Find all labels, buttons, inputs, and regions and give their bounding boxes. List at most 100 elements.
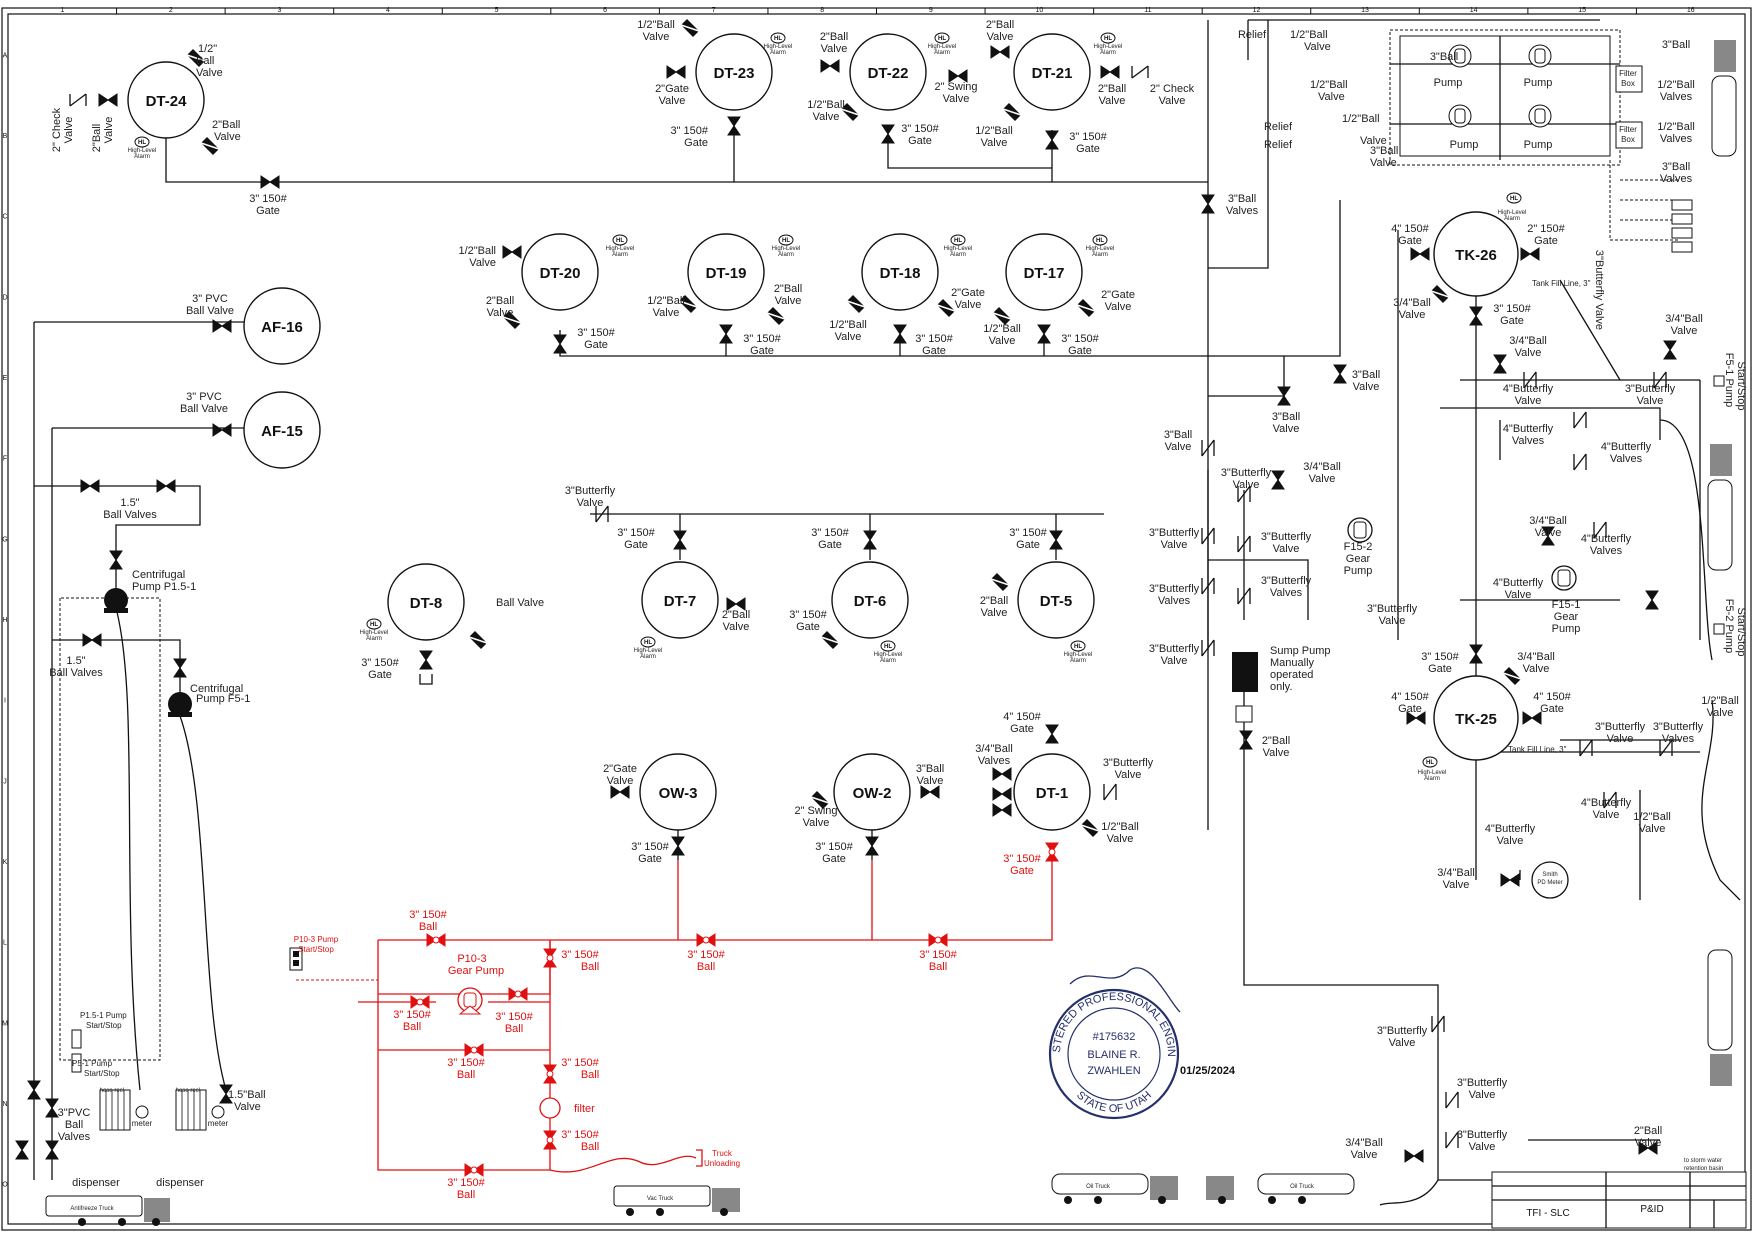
gate-valve-icon[interactable] [1520,247,1540,261]
ball-valve-icon[interactable] [502,245,522,259]
butterfly-valve-icon[interactable] [1573,411,1587,429]
tank-dt-19[interactable]: DT-19 [687,233,765,311]
gate-valve-icon[interactable] [893,324,907,344]
ball-valve-icon[interactable] [1080,818,1100,838]
ball-valve-icon[interactable] [1493,354,1507,374]
ball-valve-icon[interactable] [696,933,716,947]
ball-valve-icon[interactable] [928,933,948,947]
gate-valve-icon[interactable] [1045,130,1059,150]
butterfly-valve-icon[interactable] [1103,783,1117,801]
tank-tk-26[interactable]: TK-26 [1433,211,1519,297]
gate-valve-icon[interactable] [673,530,687,550]
gate-valve-icon[interactable] [1045,842,1059,862]
pump-start-stop-boxes[interactable] [71,1029,82,1073]
gear-pump-f15-2[interactable] [1347,517,1373,543]
gate-valve-icon[interactable] [820,630,840,650]
gate-valve-icon[interactable] [1045,724,1059,744]
tank-dt-8[interactable]: DT-8 [387,563,465,641]
tank-dt-6[interactable]: DT-6 [831,561,909,639]
filter-icon[interactable] [539,1097,561,1119]
ball-valve-icon[interactable] [45,1140,59,1160]
tank-af-15[interactable]: AF-15 [243,391,321,469]
ball-valve-icon[interactable] [990,45,1010,59]
tank-dt-17[interactable]: DT-17 [1005,233,1083,311]
gate-valve-icon[interactable] [863,530,877,550]
ball-valve-icon[interactable] [1239,730,1253,750]
ball-valve-icon[interactable] [45,1098,59,1118]
gear-pump-f15-1[interactable] [1551,565,1577,591]
ball-valve-icon[interactable] [990,572,1010,592]
gate-valve-icon[interactable] [671,836,685,856]
ball-valve-icon[interactable] [1663,340,1677,360]
ball-valve-icon[interactable] [992,767,1012,781]
check-valve-icon[interactable] [1131,65,1149,79]
gear-pump-p10-3[interactable] [457,987,483,1015]
ball-valve-icon[interactable] [1502,666,1522,686]
gate-valve-icon[interactable] [1522,711,1542,725]
ball-valve-icon[interactable] [1500,873,1520,887]
ball-valve-icon[interactable] [15,1140,29,1160]
tank-ow-3[interactable]: OW-3 [639,753,717,831]
ball-valve-icon[interactable] [820,59,840,73]
tank-dt-1[interactable]: DT-1 [1013,753,1091,831]
ball-valve-icon[interactable] [27,1080,41,1100]
tank-af-16[interactable]: AF-16 [243,287,321,365]
ball-valve-icon[interactable] [173,658,187,678]
ball-valve-icon[interactable] [992,803,1012,817]
gate-valve-icon[interactable] [610,785,630,799]
ball-valve-icon[interactable] [846,294,866,314]
p10-3-start-stop[interactable] [289,947,303,971]
gate-valve-icon[interactable] [865,836,879,856]
gate-valve-icon[interactable] [260,175,280,189]
centrifugal-pump-f5-1[interactable] [168,692,192,717]
tank-dt-5[interactable]: DT-5 [1017,561,1095,639]
tank-dt-18[interactable]: DT-18 [861,233,939,311]
ball-valve-icon[interactable] [543,1064,557,1084]
smith-pd-meter[interactable] [1531,861,1569,899]
ball-valve-icon[interactable] [109,550,123,570]
ball-valve-icon[interactable] [1645,590,1659,610]
ball-valve-icon[interactable] [464,1043,484,1057]
ball-valve-icon[interactable] [1333,364,1347,384]
gate-valve-icon[interactable] [1469,644,1483,664]
butterfly-valve-icon[interactable] [1579,739,1593,757]
gate-valve-icon[interactable] [1049,530,1063,550]
ball-valve-icon[interactable] [80,479,100,493]
ball-valve-icon[interactable] [410,995,430,1009]
truck-unloading-connection[interactable] [696,1149,703,1167]
tank-dt-7[interactable]: DT-7 [641,561,719,639]
butterfly-valve-icon[interactable] [1445,1091,1459,1109]
tank-dt-20[interactable]: DT-20 [521,233,599,311]
ball-valve-icon[interactable] [98,93,118,107]
ball-valve-icon[interactable] [992,787,1012,801]
ball-valve-icon[interactable] [1002,102,1022,122]
ball-valve-icon[interactable] [920,785,940,799]
butterfly-valve-icon[interactable] [1573,453,1587,471]
ball-valve-icon[interactable] [1201,194,1215,214]
ball-valve-icon[interactable] [766,306,786,326]
gate-valve-icon[interactable] [1037,324,1051,344]
gate-valve-icon[interactable] [419,650,433,670]
ball-valve-icon[interactable] [543,948,557,968]
ball-valve-icon[interactable] [212,423,232,437]
gate-valve-icon[interactable] [1076,298,1096,318]
centrifugal-pump-p1-5-1[interactable] [104,588,128,613]
ball-valve-icon[interactable] [680,18,700,38]
tank-ow-2[interactable]: OW-2 [833,753,911,831]
tank-tk-25[interactable]: TK-25 [1433,675,1519,761]
ball-valve-icon[interactable] [464,1163,484,1177]
ball-valve-icon[interactable] [508,987,528,1001]
ball-valve-icon[interactable] [1100,65,1120,79]
tank-dt-23[interactable]: DT-23 [695,33,773,111]
ball-valve-icon[interactable] [1430,284,1450,304]
gate-valve-icon[interactable] [881,124,895,144]
gate-valve-icon[interactable] [666,65,686,79]
tank-dt-21[interactable]: DT-21 [1013,33,1091,111]
ball-valve-icon[interactable] [1271,470,1285,490]
tank-dt-24[interactable]: DT-24 [127,61,205,139]
gate-valve-icon[interactable] [1410,247,1430,261]
gate-valve-icon[interactable] [553,334,567,354]
gate-valve-icon[interactable] [719,324,733,344]
ball-valve-icon[interactable] [82,633,102,647]
gate-valve-icon[interactable] [727,116,741,136]
